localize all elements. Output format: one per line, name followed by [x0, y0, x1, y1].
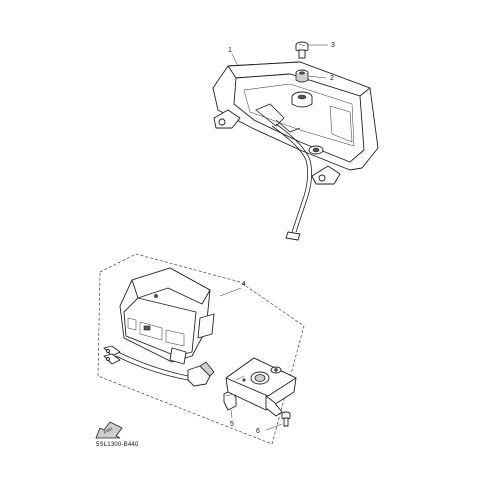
collar-part	[295, 69, 309, 83]
callout-5: 5	[230, 421, 234, 428]
callout-2: 2	[330, 75, 334, 82]
socket-wire	[103, 345, 215, 387]
diagram-code: 5SL1300-B440	[96, 442, 139, 448]
callout-4: 4	[242, 281, 246, 288]
assembly-group-outline	[97, 253, 305, 445]
fwd-label: FWD	[103, 426, 113, 435]
lens-cover	[225, 357, 297, 417]
callout-6: 6	[256, 428, 260, 435]
callout-1: 1	[228, 47, 232, 54]
fwd-arrow-icon: FWD	[95, 421, 123, 439]
screw-part-6	[281, 411, 291, 427]
taillight-assembly	[212, 61, 379, 241]
callout-3: 3	[331, 42, 335, 49]
license-light-assembly	[119, 267, 215, 365]
screw-part	[295, 41, 309, 59]
